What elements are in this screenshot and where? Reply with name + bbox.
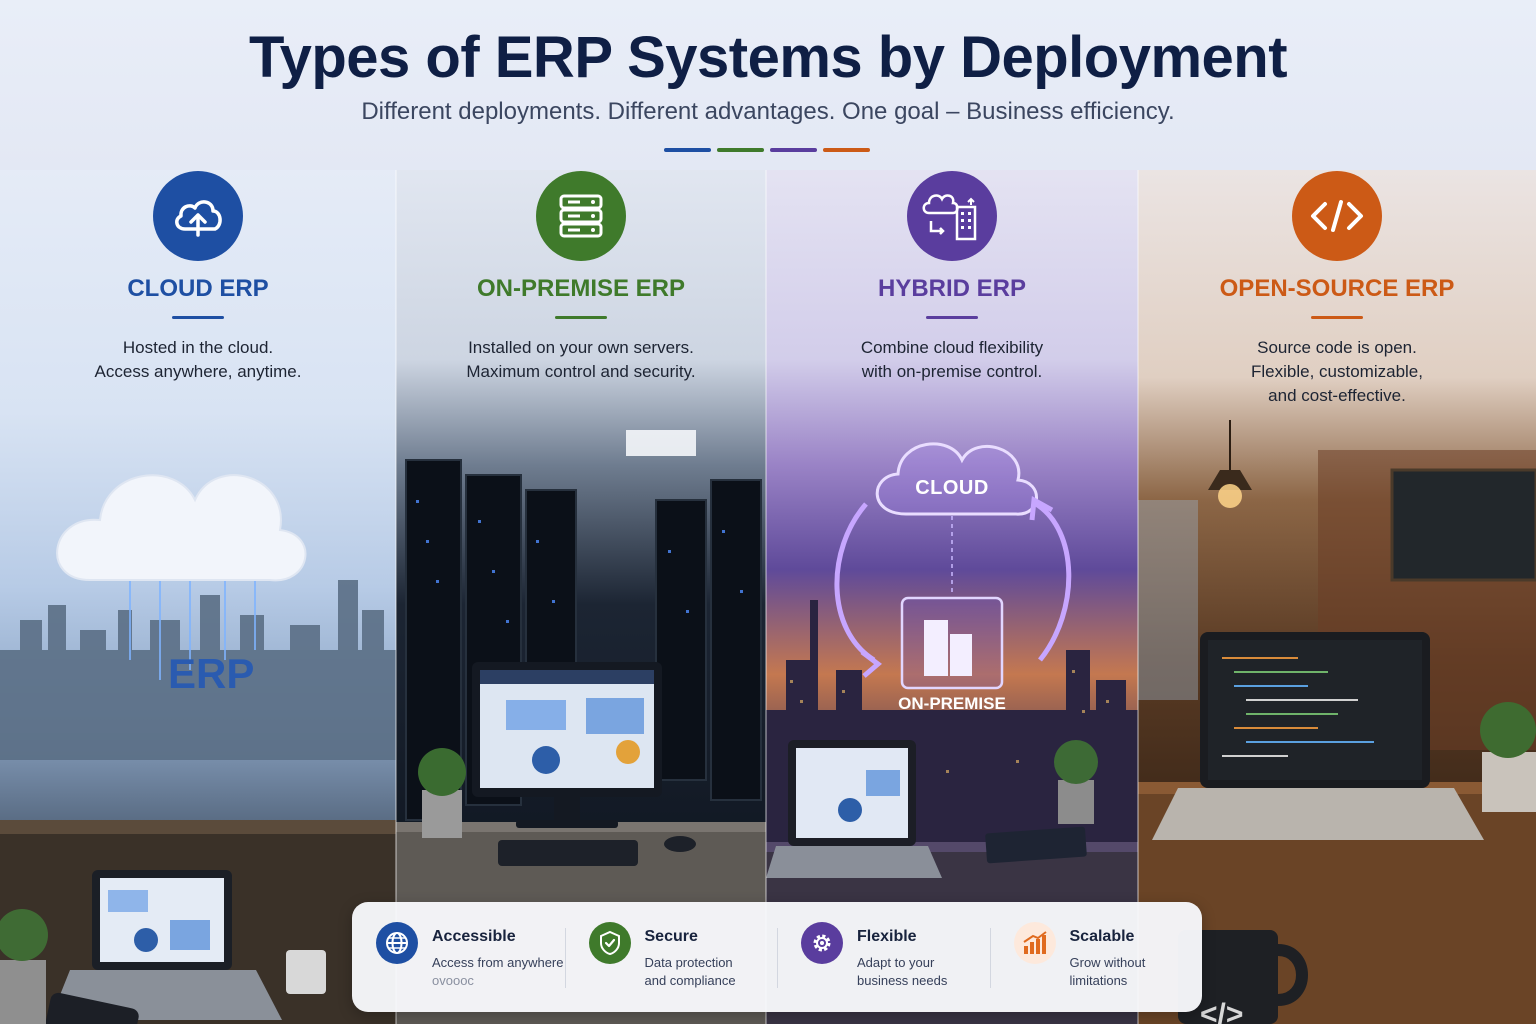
feature-desc-line: and compliance	[644, 973, 736, 988]
feature-title: Accessible	[432, 928, 516, 945]
feature-desc: Grow without limitations	[1070, 954, 1146, 990]
feature-desc-line: Data protection	[644, 955, 733, 970]
panel-separator	[765, 150, 767, 1024]
feature-title: Secure	[644, 928, 698, 945]
panel-rule-hybrid	[926, 316, 978, 319]
panel-desc-on-premise: Installed on your own servers. Maximum c…	[396, 336, 766, 384]
feature-desc-line: business needs	[857, 973, 948, 988]
feature-desc: Data protection and compliance	[645, 954, 736, 990]
feature-scalable: Scalable Grow without limitations	[989, 902, 1203, 1012]
desc-line: Flexible, customizable,	[1251, 362, 1423, 381]
panel-separator	[1137, 150, 1139, 1024]
mug-code-label: </>	[1200, 998, 1244, 1024]
feature-desc: Adapt to your business needs	[857, 954, 947, 990]
feature-desc-line: limitations	[1069, 973, 1128, 988]
feature-title: Flexible	[857, 928, 917, 945]
panel-rule-cloud	[172, 316, 224, 319]
desc-line: Maximum control and security.	[466, 362, 696, 381]
feature-accessible: Accessible Access from anywhere ovoooc	[352, 902, 565, 1012]
growth-chart-icon	[1013, 922, 1056, 964]
panel-on-premise-erp: ON-PREMISE ERP Installed on your own ser…	[396, 150, 766, 1024]
gear-icon	[801, 922, 843, 964]
panel-title-cloud: CLOUD ERP	[127, 275, 269, 302]
desc-line: Combine cloud flexibility	[860, 338, 1044, 357]
desc-line: Access anywhere, anytime.	[94, 362, 302, 381]
hybrid-loop-scene	[766, 442, 1138, 1024]
desc-line: Hosted in the cloud.	[122, 338, 274, 357]
cloud-city-scene	[0, 474, 396, 1024]
feature-desc-line: Grow without	[1069, 955, 1146, 970]
feature-desc-line: Access from anywhere	[432, 955, 564, 970]
cloud-upload-icon	[153, 171, 243, 261]
hybrid-cloud-label: CLOUD	[915, 477, 989, 499]
cloud-erp-text: ERP	[168, 650, 255, 697]
divider-bar-orange	[823, 148, 870, 152]
page-title: Types of ERP Systems by Deployment	[248, 25, 1288, 90]
features-bar: Accessible Access from anywhere ovoooc S…	[352, 902, 1202, 1012]
feature-desc-line: Adapt to your	[857, 955, 935, 970]
panel-desc-hybrid: Combine cloud flexibility with on-premis…	[766, 336, 1138, 384]
desc-line: and cost-effective.	[1268, 386, 1406, 405]
feature-flexible: Flexible Adapt to your business needs	[777, 902, 990, 1012]
globe-icon	[376, 922, 418, 964]
panel-title-open-source: OPEN-SOURCE ERP	[1219, 275, 1455, 302]
header: Types of ERP Systems by Deployment Diffe…	[0, 0, 1536, 170]
server-rack-icon	[536, 171, 626, 261]
page-subtitle: Different deployments. Different advanta…	[361, 98, 1175, 125]
desc-line: Installed on your own servers.	[468, 338, 694, 357]
panel-cloud-erp: CLOUD ERP Hosted in the cloud. Access an…	[0, 150, 396, 1024]
cloud-building-icon	[907, 171, 997, 261]
feature-desc-line: ovoooc	[432, 973, 474, 988]
developer-desk-scene	[1138, 420, 1536, 1024]
divider-bar-blue	[664, 148, 711, 152]
panel-hybrid-erp: HYBRID ERP Combine cloud flexibility wit…	[766, 150, 1138, 1024]
feature-title: Scalable	[1069, 928, 1135, 945]
feature-secure: Secure Data protection and compliance	[564, 902, 778, 1012]
panel-rule-on-premise	[555, 316, 607, 319]
panel-desc-cloud: Hosted in the cloud. Access anywhere, an…	[0, 336, 396, 384]
panel-open-source-erp: OPEN-SOURCE ERP Source code is open. Fle…	[1138, 150, 1536, 1024]
desc-line: Source code is open.	[1257, 338, 1417, 357]
panel-desc-open-source: Source code is open. Flexible, customiza…	[1138, 336, 1536, 408]
shield-check-icon	[588, 922, 631, 964]
panel-rule-open-source	[1311, 316, 1363, 319]
color-divider	[664, 148, 870, 152]
panel-title-hybrid: HYBRID ERP	[877, 275, 1027, 302]
hybrid-on-premise-label: ON-PREMISE	[898, 694, 1006, 713]
feature-desc: Access from anywhere ovoooc	[432, 954, 564, 990]
desc-line: with on-premise control.	[861, 362, 1043, 381]
divider-bar-green	[717, 148, 764, 152]
divider-bar-purple	[770, 148, 817, 152]
panel-separator	[395, 150, 397, 1024]
panel-title-on-premise: ON-PREMISE ERP	[476, 275, 686, 302]
code-brackets-icon	[1292, 171, 1382, 261]
